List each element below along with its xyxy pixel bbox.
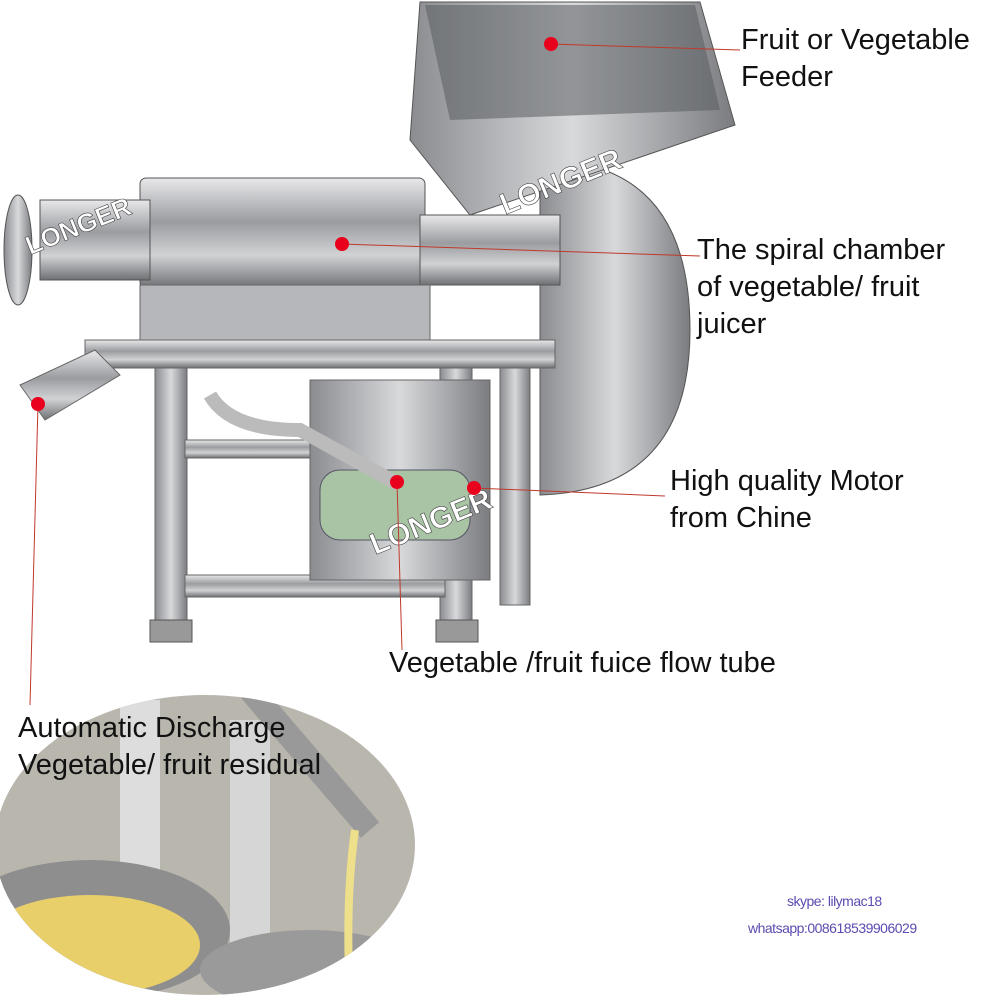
label-line: The spiral chamber [697,234,946,266]
label-line: of vegetable/ fruit [697,271,920,303]
label-feeder: Fruit or Vegetable Feeder [741,22,970,96]
leader-lines [29,43,741,706]
label-discharge: Automatic Discharge Vegetable/ fruit res… [18,710,321,784]
marker-flow-tube [390,475,404,489]
label-motor: High quality Motor from Chine [670,463,904,537]
marker-discharge [31,397,45,411]
label-line: Automatic Discharge [18,712,286,744]
label-flow-tube: Vegetable /fruit fuice flow tube [389,647,776,679]
label-line: juicer [697,308,767,340]
skype-contact: skype: lilymac18 [787,893,882,909]
marker-feeder [544,37,558,51]
marker-spiral-chamber [335,237,349,251]
whatsapp-contact: whatsapp:008618539906029 [748,920,917,936]
juicer-machine: LONGER LONGER LONGER [3,1,736,643]
label-line: from Chine [670,502,812,534]
label-line: Feeder [741,61,833,93]
label-line: Fruit or Vegetable [741,24,970,56]
label-spiral-chamber: The spiral chamber of vegetable/ fruit j… [697,232,945,343]
label-line: Vegetable/ fruit residual [18,749,322,781]
marker-motor [467,481,481,495]
label-line: High quality Motor [670,465,904,497]
